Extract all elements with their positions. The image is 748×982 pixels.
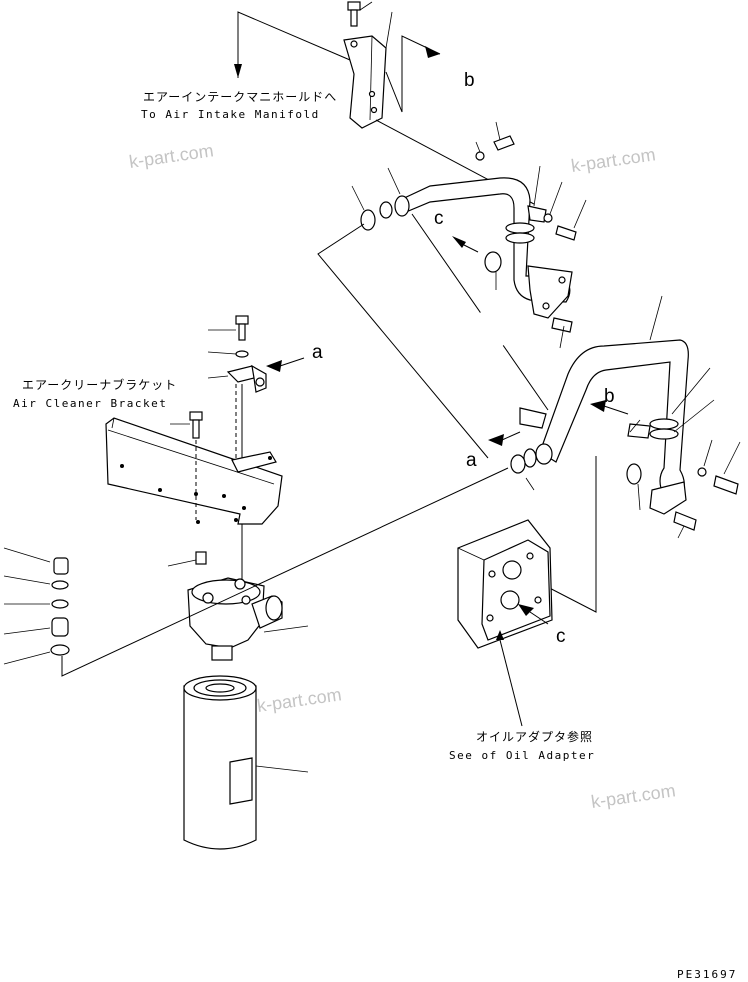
ref-a-lower: a [466, 450, 477, 471]
b-frame-top [385, 35, 441, 113]
arrow-c-lower-icon [518, 604, 534, 616]
ref-a-upper: a [312, 342, 323, 363]
adapter-label-jp: オイルアダプタ参照 [476, 729, 593, 744]
filter-head [167, 551, 309, 661]
watermark-3: k-part.com [256, 684, 343, 716]
upper-pipe [351, 121, 587, 349]
bracket-bolt [170, 411, 203, 520]
bracket-top-bolt [207, 315, 249, 358]
adapter-leader [533, 456, 597, 613]
clip-bracket [207, 364, 267, 596]
arrow-a-lower-icon [488, 434, 504, 446]
ref-b-lower: b [604, 386, 615, 407]
intake-label-en: To Air Intake Manifold [141, 108, 320, 121]
intake-routing: b [234, 11, 475, 113]
intake-bracket [343, 11, 393, 129]
intake-leader [237, 11, 351, 78]
adapter-label-en: See of Oil Adapter [449, 749, 595, 762]
arrow-a-upper-icon [266, 360, 282, 372]
ref-b-top: b [464, 70, 475, 91]
ref-c-upper: c [434, 208, 444, 229]
intake-label-jp: エアーインテークマニホールドへ [143, 90, 337, 104]
arrow-b-lower-icon [590, 400, 606, 412]
air-cleaner-bracket [105, 417, 283, 525]
filter-element [183, 675, 309, 850]
long-leader-mid [411, 213, 549, 411]
oil-adapter [457, 519, 553, 649]
intake-arrow-icon [234, 64, 242, 78]
lower-pipe [510, 295, 741, 539]
ref-c-lower: c [556, 626, 566, 647]
bolt-top [347, 1, 373, 27]
watermark-4: k-part.com [590, 780, 677, 812]
drawing-code: PE31697 [677, 968, 737, 981]
long-leader-left [317, 223, 489, 459]
arrow-b-top-icon [425, 46, 440, 58]
watermark-1: k-part.com [128, 140, 215, 172]
arrow-c-upper-icon [452, 236, 466, 248]
bracket-label-en: Air Cleaner Bracket [13, 397, 167, 410]
watermark-2: k-part.com [570, 144, 657, 176]
small-parts-stack [3, 467, 509, 677]
see-adapter-leader [499, 639, 523, 727]
bracket-label-jp: エアークリーナブラケット [22, 377, 177, 392]
